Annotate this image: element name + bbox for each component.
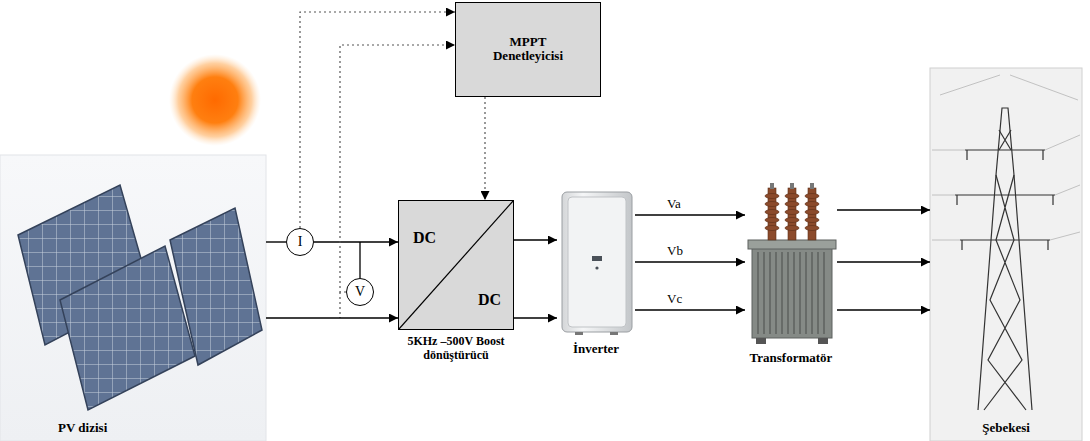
node-text: MPPT Denetleyicisi <box>478 35 578 65</box>
power-line <box>635 214 745 215</box>
transformer-picture <box>748 183 836 344</box>
grid-picture <box>978 108 1032 410</box>
power-line <box>266 241 286 242</box>
node-text: V <box>347 284 373 300</box>
power-line <box>266 317 398 318</box>
voltage-sensor: V <box>346 278 374 306</box>
grid-picture <box>999 130 1011 150</box>
node-text: DC <box>413 229 436 247</box>
sensor-wire <box>339 292 340 318</box>
signal-name: Vb <box>665 244 685 258</box>
transformer-picture <box>785 210 799 215</box>
transformer-picture <box>810 183 814 189</box>
node-text: İnverter <box>573 342 619 357</box>
transformer-picture <box>805 210 819 215</box>
grid-picture <box>955 108 1055 410</box>
signal-line <box>484 97 485 200</box>
converter-diagonal <box>399 201 513 329</box>
solar-panel <box>60 246 195 410</box>
transformer-picture <box>748 240 836 249</box>
power-line <box>314 241 398 242</box>
current-sensor: I <box>286 228 314 256</box>
transformer-picture <box>790 183 794 189</box>
transformer: Transformatör <box>745 180 837 345</box>
transformer-picture <box>785 194 799 199</box>
boost-converter: DCDC5KHz –500V Boost dönüştürücü <box>398 200 514 330</box>
power-line <box>635 261 745 262</box>
transformer-picture <box>765 194 779 199</box>
transformer-picture <box>785 218 799 223</box>
inverter-picture <box>610 332 618 335</box>
transformer-picture <box>785 226 799 231</box>
mppt-controller: MPPT Denetleyicisi <box>455 2 601 97</box>
transformer-picture <box>785 202 799 207</box>
transformer-picture <box>765 188 819 240</box>
power-line <box>514 239 557 240</box>
node-text: PV dizisi <box>58 421 107 436</box>
converter-diagonal <box>399 201 513 329</box>
node-text: I <box>287 234 313 250</box>
grid-picture <box>984 175 1026 410</box>
transformer-picture <box>805 202 819 207</box>
transformer-picture <box>765 218 779 223</box>
inverter-picture <box>562 192 632 332</box>
signal-name: Vc <box>665 292 684 306</box>
transformer-picture <box>765 210 779 215</box>
grid-picture <box>932 75 1080 240</box>
transformer-picture <box>805 226 819 231</box>
solar-panel <box>18 185 262 410</box>
transformer-picture <box>805 218 819 223</box>
transformer-picture <box>758 252 824 334</box>
node-text: Transformatör <box>750 351 833 366</box>
pv-background <box>0 155 266 441</box>
signal-name: Va <box>665 197 683 211</box>
grid-picture <box>955 150 1055 240</box>
inverter-picture <box>595 266 598 269</box>
power-line <box>514 317 557 318</box>
transformer-picture <box>805 194 819 199</box>
inverter-picture <box>592 256 602 261</box>
pv-background <box>0 155 266 441</box>
node-text: 5KHz –500V Boost dönüştürücü <box>391 335 521 363</box>
transformer-picture <box>752 248 832 338</box>
node-text: DC <box>478 291 501 309</box>
sun-symbol <box>169 54 261 146</box>
power-line <box>837 261 930 262</box>
transformer-picture <box>770 183 774 189</box>
transformer-picture <box>756 338 766 344</box>
grid-picture <box>957 150 1053 250</box>
grid: Şebekesi <box>930 68 1082 441</box>
grid-picture <box>930 68 1082 441</box>
sensor-wire <box>359 242 360 278</box>
power-line <box>837 209 930 210</box>
power-line <box>635 309 745 310</box>
node-text: Şebekesi <box>979 421 1033 436</box>
inverter-picture <box>575 332 583 335</box>
inverter-picture <box>562 192 632 335</box>
transformer-picture <box>765 202 779 207</box>
power-line <box>837 309 930 310</box>
pv-array: PV dizisi <box>0 155 266 441</box>
inverter-picture <box>568 197 626 327</box>
inverter: İnverter <box>557 190 635 336</box>
sun-symbol <box>169 54 261 146</box>
transformer-picture <box>765 226 779 231</box>
transformer-picture <box>818 338 828 344</box>
grid-picture <box>930 68 1082 441</box>
